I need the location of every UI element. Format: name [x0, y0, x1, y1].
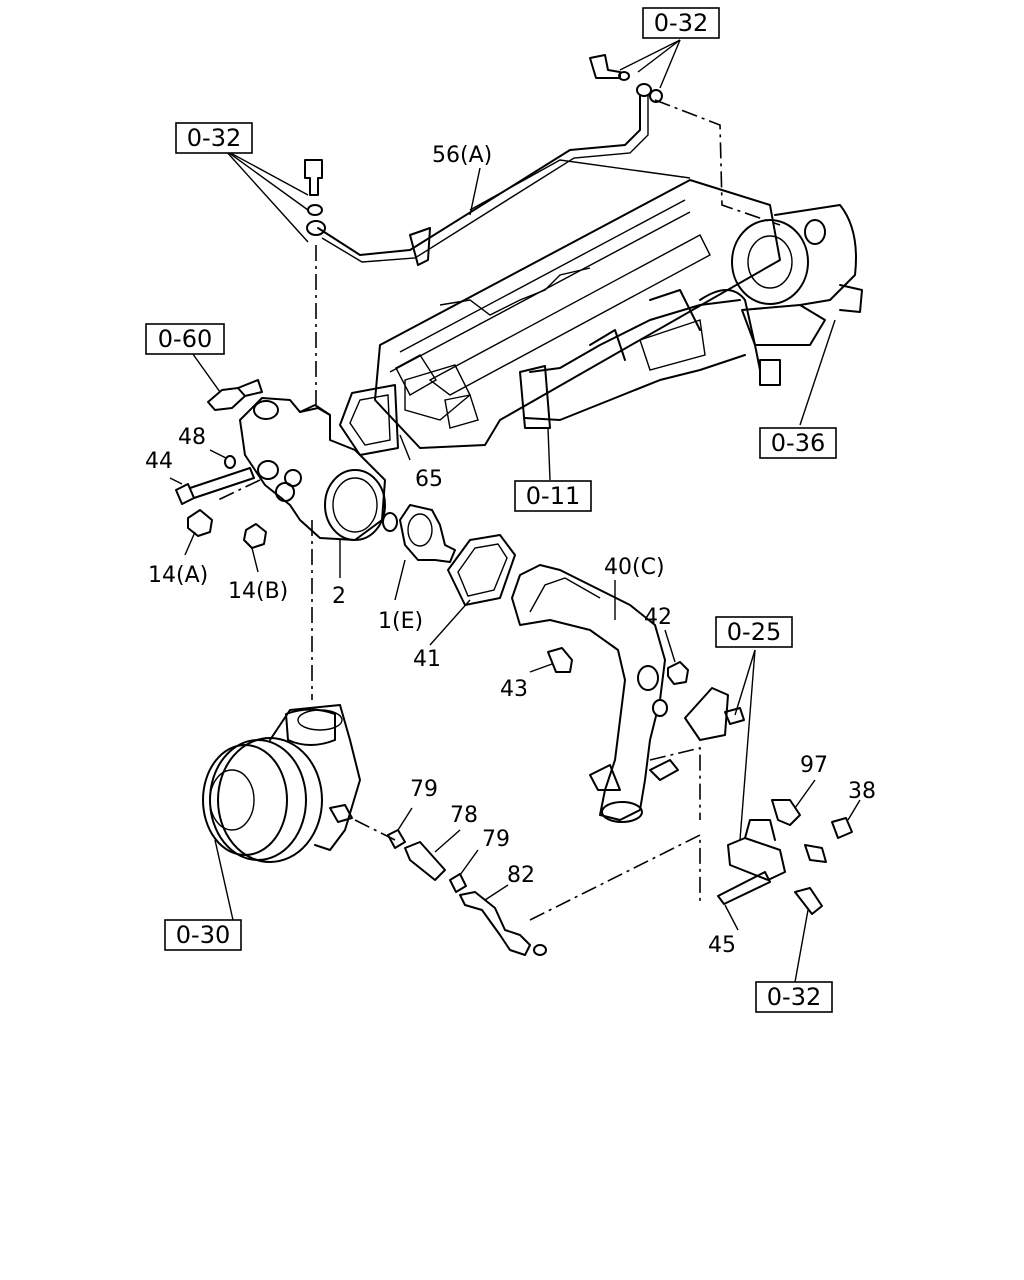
- thermostat-housing: [239, 397, 386, 541]
- ref-label: 0-11: [526, 482, 580, 510]
- ref-box-head[interactable]: 0-11: [514, 480, 592, 512]
- label-78: 78: [450, 803, 478, 828]
- ref-box-top[interactable]: 0-32: [642, 7, 720, 39]
- thermostat: [382, 504, 456, 563]
- ref-box-pump[interactable]: 0-30: [164, 919, 242, 951]
- center-lines: [217, 99, 781, 921]
- bolt-43: [547, 647, 573, 673]
- banjo-bolts: [304, 54, 663, 216]
- label-79-upper: 79: [410, 777, 438, 802]
- cylinder-head: [374, 159, 781, 449]
- gasket-65: [339, 384, 399, 456]
- label-1e: 1(E): [378, 609, 423, 634]
- label-56a: 56(A): [432, 143, 492, 168]
- label-97: 97: [800, 753, 828, 778]
- ref-box-upper-left[interactable]: 0-32: [175, 122, 253, 154]
- hose-assembly: [387, 829, 547, 956]
- ref-label: 0-32: [767, 983, 821, 1011]
- label-38: 38: [848, 779, 876, 804]
- label-79-lower: 79: [482, 827, 510, 852]
- exhaust-pipe: [519, 289, 761, 429]
- label-14a: 14(A): [148, 563, 208, 588]
- label-65: 65: [415, 467, 443, 492]
- ref-box-turbo[interactable]: 0-36: [759, 427, 837, 459]
- ref-label: 0-32: [654, 9, 708, 37]
- label-45: 45: [708, 933, 736, 958]
- nut-42: [667, 661, 689, 685]
- label-44: 44: [145, 449, 173, 474]
- gasket-41: [447, 534, 516, 606]
- ref-box-bracket[interactable]: 0-25: [715, 616, 793, 648]
- plug-14a: [187, 509, 213, 537]
- leader-lines: [169, 39, 861, 983]
- bracket: [684, 687, 745, 741]
- label-14b: 14(B): [228, 579, 288, 604]
- ref-label: 0-36: [771, 429, 825, 457]
- bolt-44: [175, 455, 255, 505]
- ref-box-sensor[interactable]: 0-60: [145, 323, 225, 355]
- label-42: 42: [644, 605, 672, 630]
- ref-label: 0-32: [187, 124, 241, 152]
- temp-sensor: [207, 379, 263, 411]
- plug-14b: [243, 523, 267, 549]
- ref-label: 0-30: [176, 921, 230, 949]
- label-43: 43: [500, 677, 528, 702]
- label-2: 2: [332, 584, 346, 609]
- label-82: 82: [507, 863, 535, 888]
- ref-label: 0-60: [158, 325, 212, 353]
- label-48: 48: [178, 425, 206, 450]
- oil-pipe: [306, 83, 652, 266]
- label-41: 41: [413, 647, 441, 672]
- turbocharger: [731, 204, 863, 386]
- water-pipe: [511, 564, 679, 823]
- label-40c: 40(C): [604, 555, 665, 580]
- ref-box-bottom[interactable]: 0-32: [755, 981, 833, 1013]
- water-pump: [202, 704, 361, 863]
- ref-label: 0-25: [727, 618, 781, 646]
- stay-bracket: [717, 799, 853, 915]
